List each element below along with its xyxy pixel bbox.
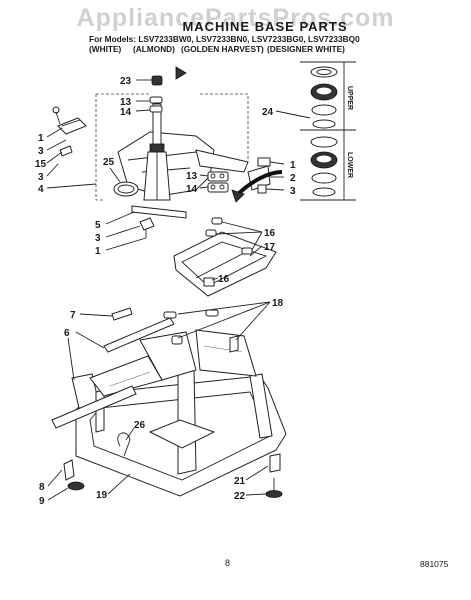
part-13 [149,96,163,104]
color-golden-harvest: (GOLDEN HARVEST) [181,44,264,54]
callout-3c: 3 [95,233,101,244]
document-code: 881075 [420,559,449,569]
callout-18: 18 [272,298,284,309]
part-5 [131,205,187,219]
callout-16a: 16 [264,228,276,239]
callout-24: 24 [262,107,274,118]
page-number: 8 [225,558,231,568]
callout-8: 8 [39,482,45,493]
part-16-bottom [203,277,215,287]
part-23 [151,75,163,86]
part-6 [103,317,175,353]
machine-base [51,307,287,498]
support-frame [173,217,277,317]
callout-22: 22 [234,491,246,502]
callout-3b: 3 [38,172,44,183]
callout-21: 21 [234,476,246,487]
color-designer-white: (DESIGNER WHITE) [267,44,345,54]
part-7 [111,307,133,321]
callout-1a: 1 [38,133,44,144]
callout-13b: 13 [186,171,198,182]
ring-25 [113,181,139,197]
callout-3a: 3 [38,146,44,157]
callout-23: 23 [120,76,132,87]
color-labels: (WHITE) (ALMOND) (GOLDEN HARVEST)(DESIGNER… [89,44,345,54]
callout-19: 19 [96,490,108,501]
foot-9 [67,481,85,491]
bracket-15 [57,117,87,135]
label-lower: LOWER [346,152,353,178]
callout-17: 17 [264,242,276,253]
callout-16b: 16 [218,274,230,285]
callout-14b: 14 [186,184,198,195]
part-14 [149,105,163,113]
bearing-stack: UPPER LOWER [300,61,356,201]
transmission-assembly [52,66,283,238]
callout-13a: 13 [120,97,132,108]
callout-5: 5 [95,220,101,231]
color-white: (WHITE) [89,44,122,54]
callout-6: 6 [64,328,70,339]
callout-1b: 1 [95,246,101,257]
callout-9: 9 [39,496,45,507]
callout-2: 2 [290,173,296,184]
page-title: MACHINE BASE PARTS [182,19,348,34]
foot-22 [265,490,283,498]
callout-4: 4 [38,184,44,195]
callout-3d: 3 [290,186,296,197]
label-upper: UPPER [346,86,353,110]
callout-15: 15 [35,159,47,170]
part-1-right [257,157,271,167]
callout-numbers: 1 3 15 3 4 25 5 3 1 23 13 14 24 1 2 3 13… [35,76,296,507]
callout-26: 26 [134,420,146,431]
callout-25: 25 [103,157,115,168]
callout-7: 7 [70,310,76,321]
callout-1c: 1 [290,160,296,171]
models-line: For Models: LSV7233BW0, LSV7233BN0, LSV7… [89,34,360,44]
leader-lines [46,79,311,501]
callout-14a: 14 [120,107,132,118]
watermark: AppliancePartsPros.com [76,4,395,32]
color-almond: (ALMOND) [133,44,175,54]
